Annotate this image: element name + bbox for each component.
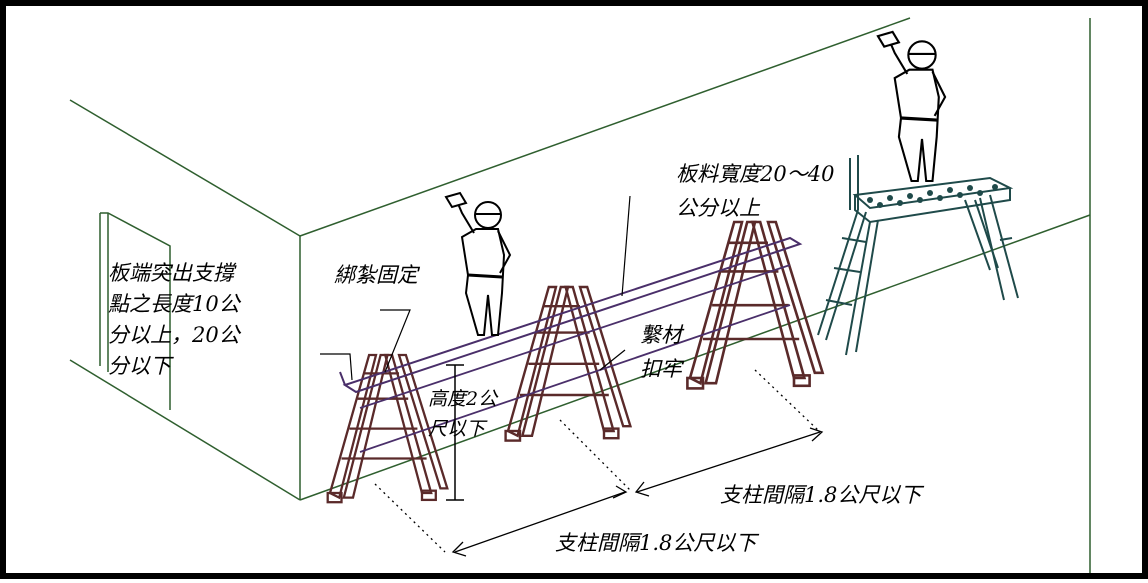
lashing-label: 綁紮固定 — [334, 263, 418, 287]
leader-lines — [320, 195, 631, 381]
ladder-right — [686, 220, 824, 390]
door — [99, 212, 171, 410]
worker-on-platform — [876, 30, 947, 183]
height-dimension — [446, 364, 464, 501]
tie-members — [359, 264, 791, 453]
plank — [339, 236, 803, 394]
worker-on-plank — [444, 191, 512, 337]
fastening-label: 繫材 扣牢 — [640, 323, 682, 381]
height-label: 高度2公 尺以下 — [428, 388, 498, 440]
board-width-label: 板料寬度20～40 公分以上 — [676, 162, 835, 220]
spacing-bottom-label: 支柱間隔1.8公尺以下 — [555, 531, 757, 555]
spacing-arrows — [374, 369, 824, 557]
ladder-middle — [504, 285, 632, 442]
spacing-right-label: 支柱間隔1.8公尺以下 — [720, 483, 922, 507]
board-overhang-label: 板端突出支撐 點之長度10公 分以上，20公 分以下 — [108, 261, 240, 378]
platform-scaffold — [817, 155, 1019, 356]
